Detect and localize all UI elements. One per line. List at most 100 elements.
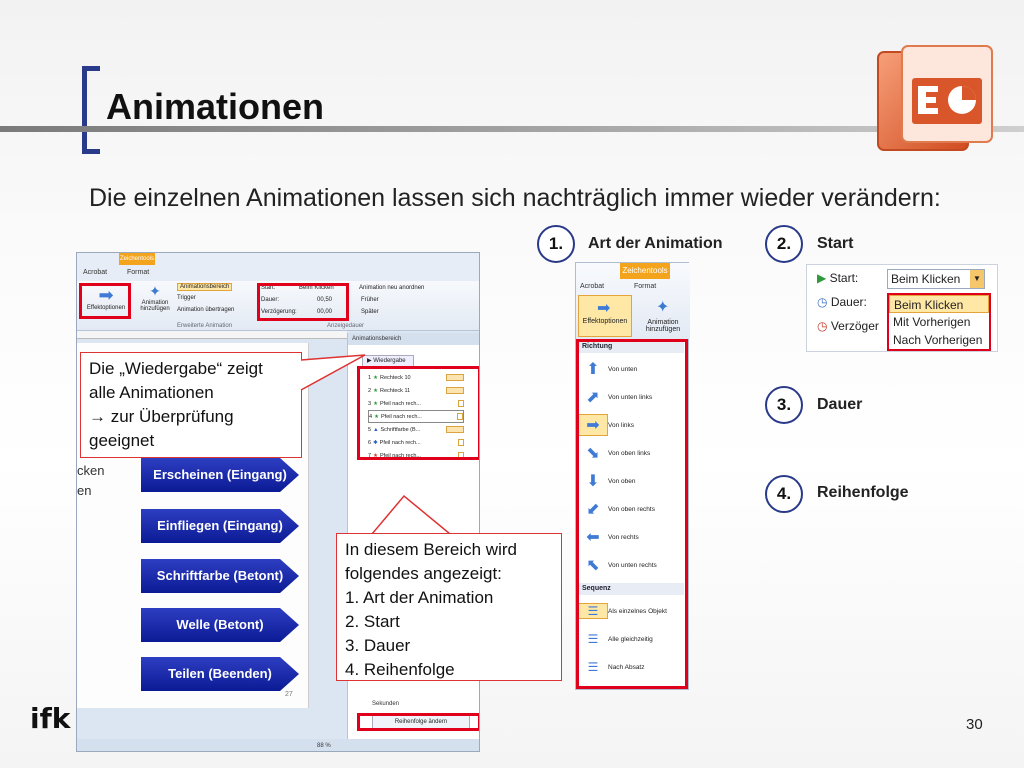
delay-label: Verzögerung:	[261, 309, 297, 315]
sequence-by-paragraph[interactable]: ☰Nach Absatz	[578, 653, 684, 681]
delay-clock-icon: ◷	[817, 319, 828, 333]
add-animation-button[interactable]: ✦ Animation hinzufügen	[135, 283, 175, 312]
direction-from-right[interactable]: ⬅Von rechts	[578, 523, 684, 551]
ruler	[77, 331, 347, 339]
tab-format[interactable]: Format	[634, 283, 657, 290]
start-timing-panel: ▶ Start: Beim Klicken▼ ◷ Dauer: ◷ Verzög…	[806, 264, 998, 352]
step-number-3: 3.	[765, 386, 803, 424]
arrow-down-left-icon: ⬋	[586, 501, 600, 518]
slide-arrow-teilen[interactable]: Teilen (Beenden)	[141, 657, 299, 691]
animation-item[interactable]: 5▲Schriftfarbe (B...	[368, 423, 464, 436]
emphasis-icon: ▲	[373, 426, 379, 433]
entrance-star-icon: ★	[373, 400, 378, 407]
reorder-title: Animation neu anordnen	[359, 285, 425, 291]
chevron-down-icon[interactable]: ▼	[970, 270, 984, 288]
step-label-4: Reihenfolge	[817, 484, 909, 501]
effect-options-button[interactable]: ➡ Effektoptionen	[81, 285, 131, 321]
direction-from-left[interactable]: ➡Von links	[578, 411, 684, 439]
callout-play-info: Die „Wiedergabe“ zeigt alle Animationen …	[80, 352, 302, 458]
page-number: 30	[966, 716, 983, 733]
direction-from-top-right[interactable]: ⬋Von oben rechts	[578, 495, 684, 523]
option-after-previous[interactable]: Nach Vorherigen	[893, 333, 983, 347]
direction-from-bottom[interactable]: ⬆Von unten	[578, 355, 684, 383]
direction-from-top[interactable]: ⬇Von oben	[578, 467, 684, 495]
tab-format[interactable]: Format	[127, 269, 150, 276]
arrow-up-icon: ⬆	[586, 361, 600, 378]
arrow-down-icon: ⬇	[586, 473, 600, 490]
clock-icon: ◷	[817, 295, 828, 309]
slide-text-fragment-2: en	[77, 483, 92, 498]
start-value[interactable]: Beim Klicken	[299, 285, 334, 291]
highlight-start-duration	[257, 283, 349, 321]
animation-list: 1★Rechteck 10 2★Rechteck 11 3★Pfeil nach…	[368, 371, 464, 462]
direction-from-top-left[interactable]: ⬊Von oben links	[578, 439, 684, 467]
start-select[interactable]: Beim Klicken▼	[887, 269, 985, 289]
highlight-animation-list	[357, 366, 479, 460]
start-row: ▶ Start:	[817, 271, 859, 285]
animation-item[interactable]: 4★Pfeil nach rech...	[368, 410, 464, 423]
sequence-all-at-once[interactable]: ☰Alle gleichzeitig	[578, 625, 684, 653]
step-label-1: Art der Animation	[588, 235, 723, 252]
animation-painter-button[interactable]: Animation übertragen	[177, 307, 235, 313]
earlier-button[interactable]: Früher	[361, 297, 379, 303]
effect-options-button[interactable]: ➡ Effektoptionen	[578, 295, 632, 337]
exit-star-icon: ★	[373, 452, 378, 459]
slide-arrow-schriftfarbe[interactable]: Schriftfarbe (Betont)	[141, 559, 299, 593]
duration-row: ◷ Dauer:	[817, 295, 867, 309]
slide-number: 27	[285, 691, 293, 698]
timeline-bar	[446, 387, 464, 394]
arrow-up-left-icon: ⬉	[586, 557, 600, 574]
tab-acrobat[interactable]: Acrobat	[83, 269, 108, 276]
duration-value[interactable]: 00,50	[317, 297, 333, 303]
slide-arrow-erscheinen[interactable]: Erscheinen (Eingang)	[141, 458, 299, 492]
tab-acrobat[interactable]: Acrobat	[580, 283, 605, 290]
star-icon: ✦	[656, 299, 670, 316]
slide-arrow-welle[interactable]: Welle (Betont)	[141, 608, 299, 642]
list-icon: ☰	[587, 660, 599, 674]
powerpoint-logo-icon	[877, 45, 993, 151]
arrow-right-icon: ➡	[597, 300, 611, 317]
direction-from-bottom-left[interactable]: ⬈Von unten links	[578, 383, 684, 411]
callout-pointer-up	[371, 494, 451, 534]
ribbon-tabs: Zeichentools Acrobat Format	[77, 253, 479, 281]
star-icon: ✦	[149, 283, 161, 299]
animation-item[interactable]: 6✱Pfeil nach rech...	[368, 436, 464, 449]
step-number-1: 1.	[537, 225, 575, 263]
start-options-dropdown: Beim Klicken Mit Vorherigen Nach Vorheri…	[887, 293, 991, 351]
option-on-click[interactable]: Beim Klicken	[889, 295, 989, 313]
slide-arrow-einfliegen[interactable]: Einfliegen (Eingang)	[141, 509, 299, 543]
zoom-level[interactable]: 88 %	[317, 743, 331, 749]
trigger-button[interactable]: Trigger	[177, 295, 196, 301]
context-tab[interactable]: Zeichentools	[119, 253, 155, 265]
animation-item[interactable]: 2★Rechteck 11	[368, 384, 464, 397]
timeline-bar	[446, 374, 464, 381]
step-number-2: 2.	[765, 225, 803, 263]
highlight-effect-options	[79, 283, 131, 319]
delay-value[interactable]: 00,00	[317, 309, 333, 315]
add-animation-button[interactable]: ✦ Animation hinzufügen	[645, 299, 681, 333]
animation-pane-button[interactable]: Animationsbereich	[177, 283, 233, 291]
timeline-bar	[458, 439, 464, 446]
seconds-label[interactable]: Sekunden	[372, 701, 400, 707]
direction-from-bottom-right[interactable]: ⬉Von unten rechts	[578, 551, 684, 579]
animation-item[interactable]: 3★Pfeil nach rech...	[368, 397, 464, 410]
arrow-right-icon: ➡	[578, 414, 608, 436]
animation-item[interactable]: 1★Rechteck 10	[368, 371, 464, 384]
context-tab[interactable]: Zeichentools	[620, 263, 670, 279]
arrow-left-icon: ⬅	[586, 529, 600, 546]
group-label-advanced: Erweiterte Animation	[177, 323, 233, 329]
arrow-right-icon: ➡	[98, 285, 114, 305]
highlight-reorder	[357, 713, 479, 731]
option-with-previous[interactable]: Mit Vorherigen	[893, 315, 971, 329]
section-direction: Richtung	[578, 341, 684, 353]
emphasis-icon: ✱	[373, 439, 378, 446]
status-bar: 88 %	[77, 739, 479, 751]
entrance-star-icon: ★	[373, 374, 378, 381]
start-label: Start:	[261, 285, 276, 291]
section-sequence: Sequenz	[578, 583, 684, 595]
ifk-logo: ifk	[30, 702, 71, 735]
step-label-3: Dauer	[817, 396, 863, 413]
later-button[interactable]: Später	[361, 309, 379, 315]
arrow-down-right-icon: ⬊	[586, 445, 600, 462]
step-label-2: Start	[817, 235, 854, 252]
